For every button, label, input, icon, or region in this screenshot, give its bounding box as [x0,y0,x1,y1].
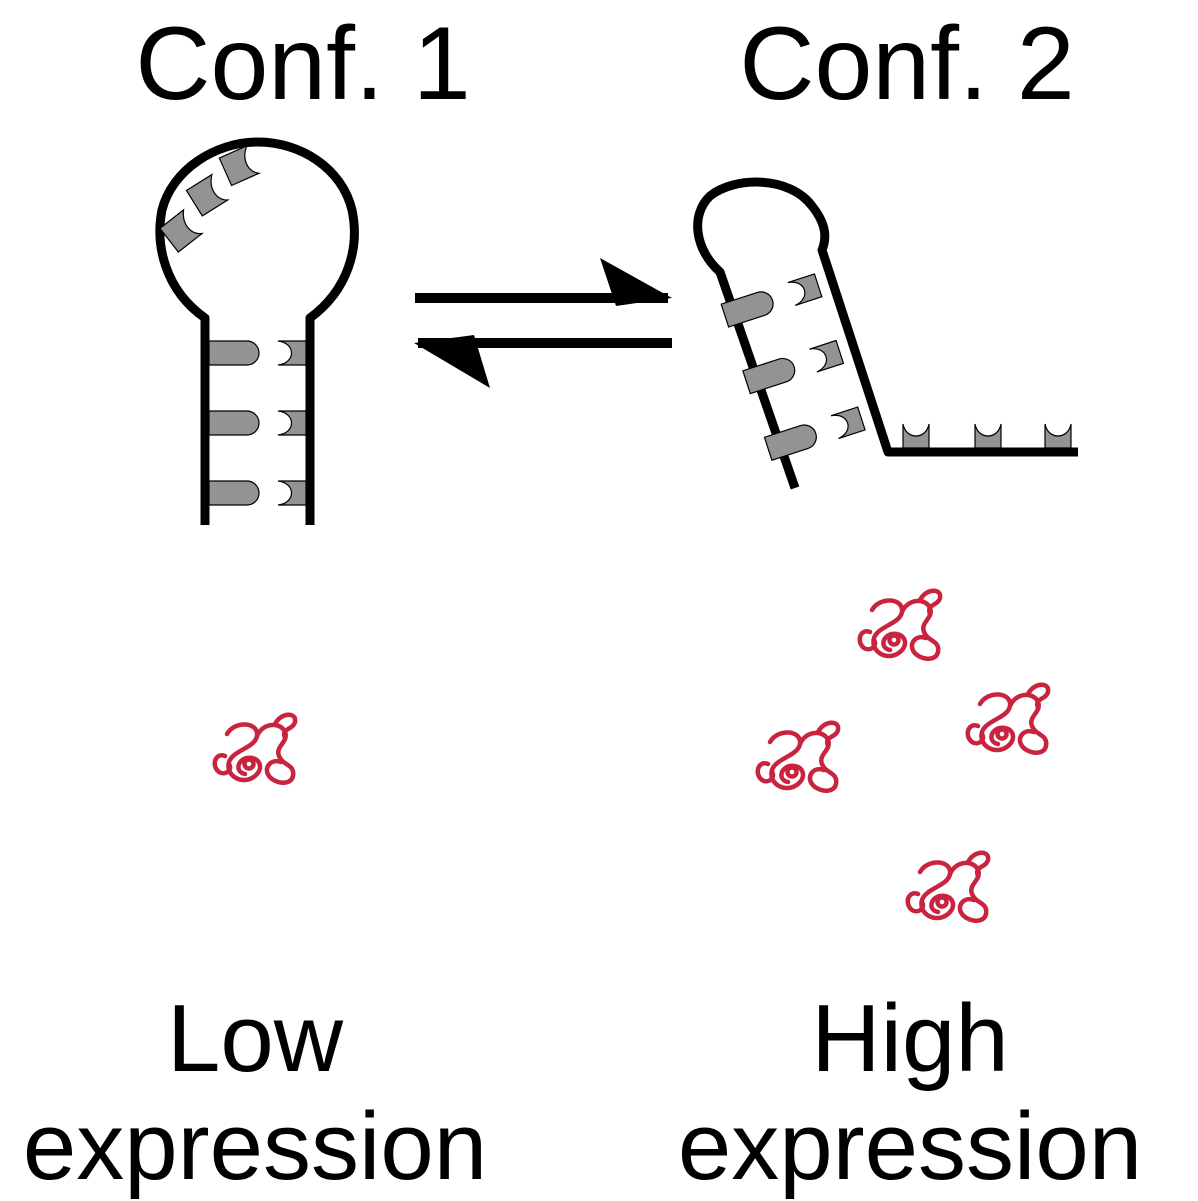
conf2-title: Conf. 2 [739,6,1075,122]
high-caption-line2: expression [677,1093,1143,1200]
low-expression-caption: Low expression [10,985,500,1201]
low-caption-line2: expression [22,1093,488,1200]
protein-high-2 [968,685,1048,753]
conf1-title: Conf. 1 [135,6,471,122]
protein-high-1 [860,591,940,659]
low-caption-line1: Low [166,985,344,1092]
protein-low-1 [215,715,295,783]
high-expression-caption: High expression [660,985,1160,1201]
protein-high-3 [758,723,838,791]
conf2-hairpin [693,177,1078,490]
high-caption-line1: High [811,985,1009,1092]
protein-high-4 [908,853,988,921]
equilibrium-arrows [414,258,672,388]
conf1-hairpin [155,137,359,525]
